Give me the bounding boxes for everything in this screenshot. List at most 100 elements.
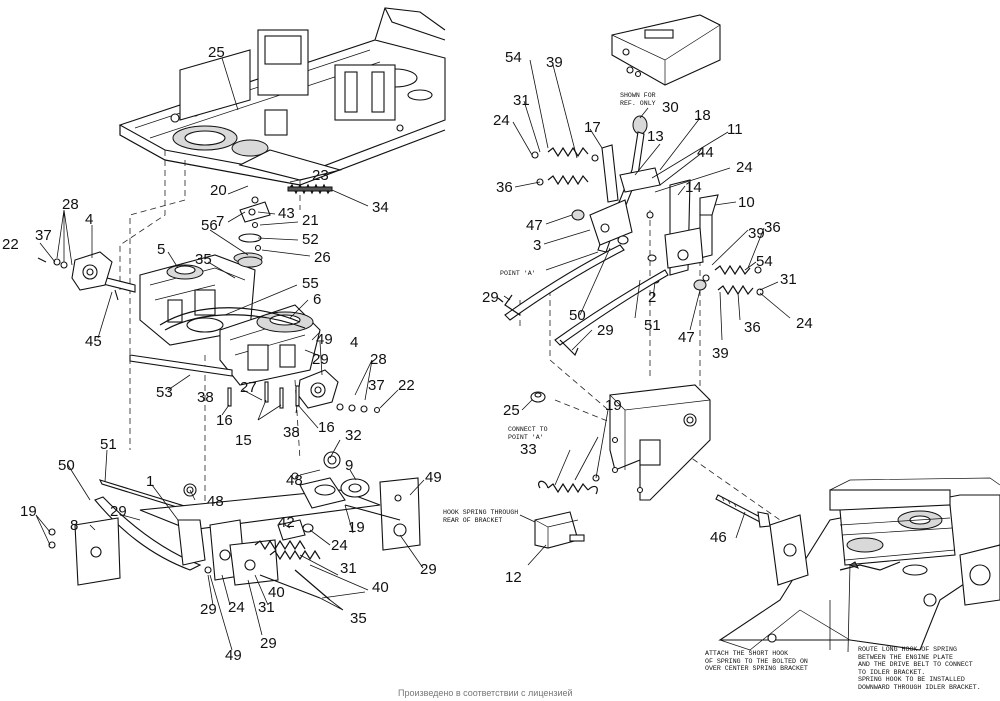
callout-37: 37 <box>35 227 52 244</box>
callout-24: 24 <box>228 599 245 616</box>
callout-43: 43 <box>278 205 295 222</box>
callout-38: 38 <box>283 424 300 441</box>
callout-14: 14 <box>685 179 702 196</box>
note-attach-short-hook: ATTACH THE SHORT HOOK OF SPRING TO THE B… <box>705 650 808 673</box>
callout-44: 44 <box>697 144 714 161</box>
callout-15: 15 <box>235 432 252 449</box>
callout-16: 16 <box>216 412 233 429</box>
callout-13: 13 <box>647 128 664 145</box>
callout-4: 4 <box>85 211 94 228</box>
callout-8: 8 <box>70 517 79 534</box>
callout-36: 36 <box>744 319 761 336</box>
callout-9: 9 <box>345 457 354 474</box>
callout-35: 35 <box>195 251 212 268</box>
callout-29: 29 <box>482 289 499 306</box>
callout-5: 5 <box>157 241 166 258</box>
callout-48: 48 <box>286 472 303 489</box>
callout-50: 50 <box>58 457 75 474</box>
callout-49: 49 <box>425 469 442 486</box>
callout-51: 51 <box>100 436 117 453</box>
callout-35: 35 <box>350 610 367 627</box>
note-hook-spring: HOOK SPRING THROUGH REAR OF BRACKET <box>443 509 519 524</box>
callout-52: 52 <box>302 231 319 248</box>
callout-40: 40 <box>268 584 285 601</box>
callout-39: 39 <box>546 54 563 71</box>
callout-28: 28 <box>370 351 387 368</box>
callout-29: 29 <box>110 503 127 520</box>
callout-48: 48 <box>207 493 224 510</box>
callout-7: 7 <box>216 213 225 230</box>
callout-49: 49 <box>225 647 242 664</box>
callout-54: 54 <box>756 253 773 270</box>
callout-31: 31 <box>780 271 797 288</box>
leader-lines <box>35 57 851 653</box>
callout-31: 31 <box>258 599 275 616</box>
callout-22: 22 <box>2 236 19 253</box>
callout-29: 29 <box>420 561 437 578</box>
callout-56: 56 <box>201 217 218 234</box>
callout-36: 36 <box>764 219 781 236</box>
callout-10: 10 <box>738 194 755 211</box>
callout-2: 2 <box>648 289 657 306</box>
callout-55: 55 <box>302 275 319 292</box>
callout-38: 38 <box>197 389 214 406</box>
callout-24: 24 <box>736 159 753 176</box>
callout-29: 29 <box>260 635 277 652</box>
callout-40: 40 <box>372 579 389 596</box>
lever-assembly <box>497 14 764 357</box>
callout-27: 27 <box>240 379 257 396</box>
callout-16: 16 <box>318 419 335 436</box>
callout-30: 30 <box>662 99 679 116</box>
callout-12: 12 <box>505 569 522 586</box>
callout-33: 33 <box>520 441 537 458</box>
callout-11: 11 <box>727 121 743 138</box>
callout-4: 4 <box>350 334 359 351</box>
callout-22: 22 <box>398 377 415 394</box>
note-point-a: POINT 'A' <box>500 270 536 277</box>
callout-24: 24 <box>796 315 813 332</box>
chassis-frame <box>118 7 446 186</box>
callout-29: 29 <box>312 351 329 368</box>
callout-23: 23 <box>312 167 329 184</box>
callout-39: 39 <box>712 345 729 362</box>
callout-31: 31 <box>513 92 530 109</box>
callout-21: 21 <box>302 212 319 229</box>
callout-36: 36 <box>496 179 513 196</box>
callout-51: 51 <box>644 317 661 334</box>
callout-47: 47 <box>678 329 695 346</box>
callout-6: 6 <box>313 291 322 308</box>
callout-24: 24 <box>331 537 348 554</box>
brake-linkage-assembly <box>48 451 421 601</box>
callout-29: 29 <box>200 601 217 618</box>
callout-37: 37 <box>368 377 385 394</box>
callout-25: 25 <box>208 44 225 61</box>
callout-1: 1 <box>146 473 155 490</box>
callout-49: 49 <box>316 331 333 348</box>
callout-3: 3 <box>533 237 542 254</box>
callout-19: 19 <box>348 519 365 536</box>
callout-34: 34 <box>372 199 389 216</box>
callout-46: 46 <box>710 529 727 546</box>
note-shown-for-ref: SHOWN FOR REF. ONLY <box>620 92 656 107</box>
callout-25: 25 <box>503 402 520 419</box>
callout-20: 20 <box>210 182 227 199</box>
assembly-lines <box>119 150 781 521</box>
installed-machine-view <box>718 477 1000 651</box>
transaxle-assembly <box>37 183 381 414</box>
callout-45: 45 <box>85 333 102 350</box>
callout-50: 50 <box>569 307 586 324</box>
callout-24: 24 <box>493 112 510 129</box>
callout-19: 19 <box>20 503 37 520</box>
callout-47: 47 <box>526 217 543 234</box>
callout-19: 19 <box>605 397 622 414</box>
callout-31: 31 <box>340 560 357 577</box>
callout-29: 29 <box>597 322 614 339</box>
note-connect-point-a: CONNECT TO POINT 'A' <box>508 426 548 441</box>
callout-42: 42 <box>278 514 295 531</box>
callout-26: 26 <box>314 249 331 266</box>
over-center-bracket <box>530 384 771 549</box>
callout-39: 39 <box>748 225 765 242</box>
note-route-long-hook: ROUTE LONG HOOK OF SPRING BETWEEN THE EN… <box>858 646 981 691</box>
